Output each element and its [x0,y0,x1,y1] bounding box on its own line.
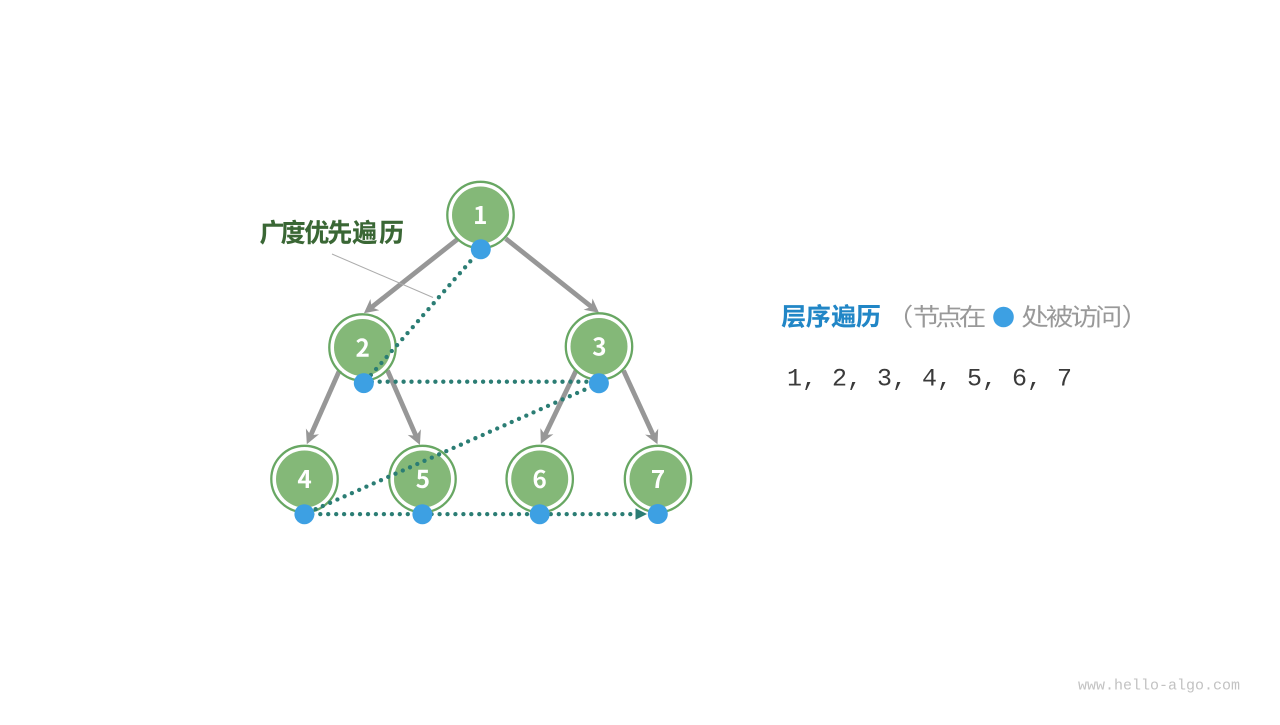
svg-text:www.hello-algo.com: www.hello-algo.com [1078,678,1240,695]
svg-text:1, 2, 3, 4, 5, 6, 7: 1, 2, 3, 4, 5, 6, 7 [787,365,1072,394]
